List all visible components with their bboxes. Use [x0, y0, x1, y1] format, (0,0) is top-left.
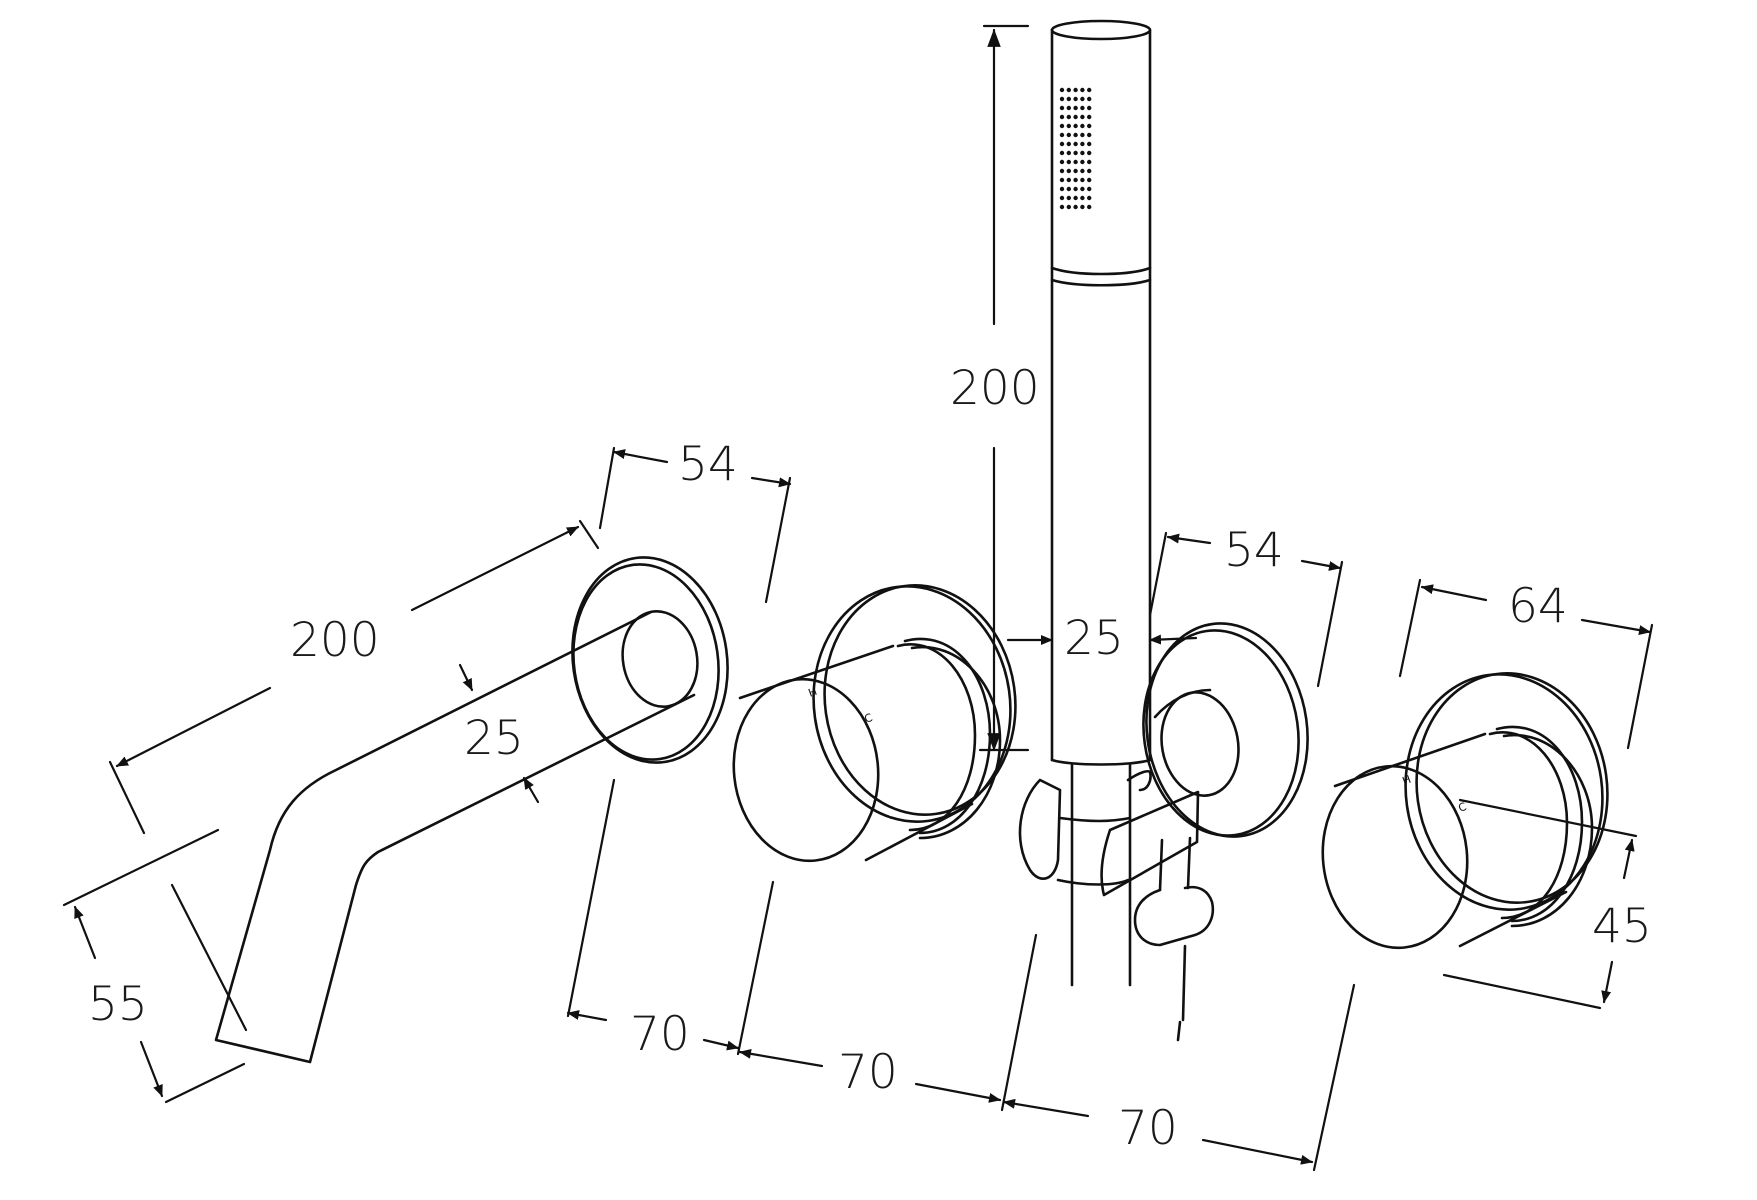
- spray-nozzle-dot: [1073, 114, 1078, 120]
- spray-nozzle-dot: [1066, 132, 1072, 138]
- wall-spout: [214, 556, 729, 1064]
- spray-nozzles: [1059, 87, 1092, 210]
- mixer-handle-right: H C: [1321, 672, 1609, 950]
- label-spacing-1: 70: [630, 1007, 690, 1062]
- label-spout-height: 55: [88, 977, 148, 1032]
- spray-nozzle-dot: [1087, 141, 1092, 147]
- hot-mark-left: H: [807, 685, 819, 700]
- spray-nozzle-dot: [1066, 150, 1072, 156]
- spray-nozzle-dot: [1059, 195, 1065, 201]
- spray-nozzle-dot: [1059, 186, 1065, 192]
- label-handshower-diameter: 25: [1064, 611, 1124, 666]
- label-spacing-2: 70: [838, 1045, 898, 1100]
- shower-holder: [1018, 622, 1309, 1042]
- spray-nozzle-dot: [1066, 141, 1072, 147]
- spray-nozzle-dot: [1087, 132, 1092, 138]
- label-spacing-3: 70: [1118, 1101, 1178, 1156]
- label-handle-depth: 45: [1592, 899, 1652, 954]
- spray-nozzle-dot: [1066, 177, 1072, 183]
- handle-face-left: [732, 677, 880, 863]
- spray-nozzle-dot: [1087, 186, 1092, 192]
- spray-nozzle-dot: [1087, 114, 1092, 120]
- spray-nozzle-dot: [1087, 168, 1092, 174]
- spray-nozzle-dot: [1080, 96, 1085, 102]
- spray-nozzle-dot: [1059, 114, 1065, 120]
- spray-nozzle-dot: [1080, 159, 1085, 165]
- hot-mark-right: H: [1401, 773, 1413, 788]
- spray-nozzle-dot: [1080, 177, 1085, 183]
- spray-nozzle-dot: [1066, 87, 1072, 93]
- handle-face-right: [1321, 764, 1469, 950]
- spray-nozzle-dot: [1073, 123, 1078, 129]
- spray-nozzle-dot: [1087, 123, 1092, 129]
- dimension-lines: [62, 24, 1654, 1172]
- hand-shower: [1050, 19, 1152, 987]
- spray-nozzle-dot: [1059, 132, 1065, 138]
- spray-nozzle-dot: [1066, 195, 1072, 201]
- label-handle-diameter: 64: [1508, 579, 1568, 634]
- spray-nozzle-dot: [1073, 105, 1078, 111]
- spray-nozzle-dot: [1059, 204, 1065, 210]
- spray-nozzle-dot: [1066, 159, 1072, 165]
- spray-nozzle-dot: [1066, 105, 1072, 111]
- spray-nozzle-dot: [1059, 159, 1065, 165]
- spray-nozzle-dot: [1087, 150, 1092, 156]
- spray-nozzle-dot: [1073, 96, 1078, 102]
- cold-mark-left: C: [863, 711, 875, 726]
- cold-mark-right: C: [1457, 800, 1469, 815]
- spray-nozzle-dot: [1087, 204, 1092, 210]
- spray-nozzle-dot: [1087, 159, 1092, 165]
- spray-nozzle-dot: [1080, 87, 1085, 93]
- spray-nozzle-dot: [1059, 87, 1065, 93]
- spray-nozzle-dot: [1073, 186, 1078, 192]
- spray-nozzle-dot: [1066, 114, 1072, 120]
- label-spout-diameter: 25: [464, 711, 524, 766]
- mixer-handle-left: H C: [732, 584, 1017, 863]
- spray-nozzle-dot: [1073, 168, 1078, 174]
- spray-nozzle-dot: [1059, 150, 1065, 156]
- spray-nozzle-dot: [1059, 168, 1065, 174]
- label-flange-depth-left: 54: [678, 437, 738, 492]
- label-flange-depth-right: 54: [1224, 523, 1284, 578]
- spray-nozzle-dot: [1059, 105, 1065, 111]
- spray-nozzle-dot: [1073, 87, 1078, 93]
- spray-nozzle-dot: [1059, 141, 1065, 147]
- label-spout-length: 200: [290, 613, 380, 668]
- spout-body: [214, 610, 696, 1064]
- spray-nozzle-dot: [1080, 123, 1085, 129]
- spout-flange: [571, 556, 729, 764]
- spray-nozzle-dot: [1073, 141, 1078, 147]
- spray-nozzle-dot: [1059, 123, 1065, 129]
- spray-nozzle-dot: [1080, 105, 1085, 111]
- spray-nozzle-dot: [1087, 177, 1092, 183]
- spray-nozzle-dot: [1066, 186, 1072, 192]
- spray-nozzle-dot: [1059, 96, 1065, 102]
- spray-nozzle-dot: [1087, 195, 1092, 201]
- spray-nozzle-dot: [1080, 195, 1085, 201]
- spray-nozzle-dot: [1059, 177, 1065, 183]
- spray-nozzle-dot: [1087, 105, 1092, 111]
- spray-nozzle-dot: [1087, 96, 1092, 102]
- spray-nozzle-dot: [1066, 96, 1072, 102]
- spray-nozzle-dot: [1073, 195, 1078, 201]
- spray-nozzle-dot: [1080, 204, 1085, 210]
- spray-nozzle-dot: [1080, 141, 1085, 147]
- spray-nozzle-dot: [1080, 186, 1085, 192]
- spray-nozzle-dot: [1080, 150, 1085, 156]
- spray-nozzle-dot: [1073, 159, 1078, 165]
- spray-nozzle-dot: [1073, 177, 1078, 183]
- dimension-labels: 200 25 55 54 200 25 54 64 45 70 70 70: [88, 361, 1652, 1156]
- spray-nozzle-dot: [1073, 204, 1078, 210]
- spray-nozzle-dot: [1073, 150, 1078, 156]
- spray-nozzle-dot: [1080, 132, 1085, 138]
- spray-nozzle-dot: [1066, 123, 1072, 129]
- spray-nozzle-dot: [1087, 87, 1092, 93]
- spray-nozzle-dot: [1080, 168, 1085, 174]
- spray-nozzle-dot: [1080, 114, 1085, 120]
- spray-nozzle-dot: [1066, 204, 1072, 210]
- label-handshower-length: 200: [950, 361, 1040, 416]
- spray-nozzle-dot: [1073, 132, 1078, 138]
- spray-nozzle-dot: [1066, 168, 1072, 174]
